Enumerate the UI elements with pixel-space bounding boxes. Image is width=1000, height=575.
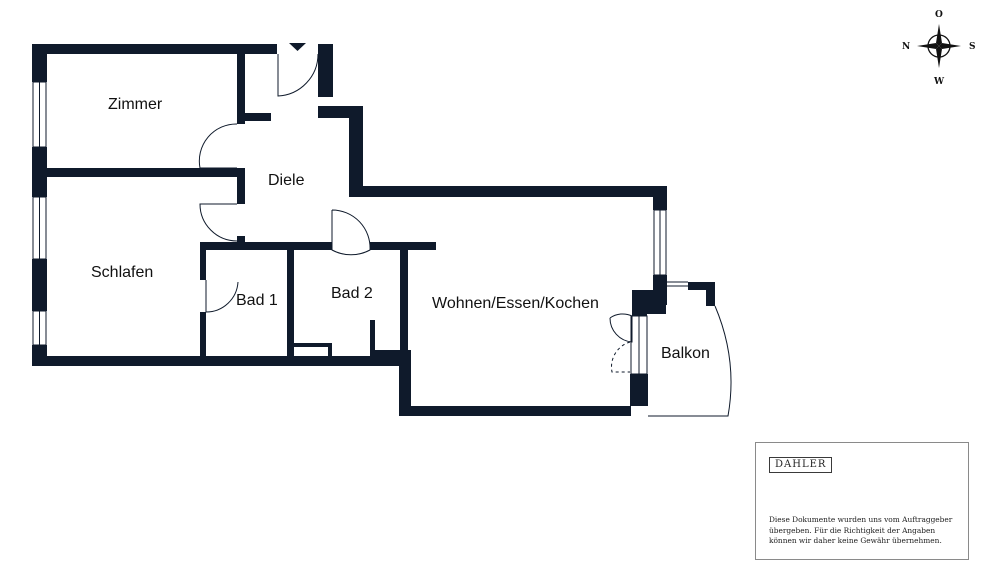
- room-label-balkon: Balkon: [661, 345, 710, 362]
- disclaimer-line: Diese Dokumente wurden uns vom Auftragge…: [769, 515, 953, 524]
- room-label-bad2: Bad 2: [331, 285, 373, 302]
- disclaimer-box: DAHLER Diese Dokumente wurden uns vom Au…: [755, 442, 969, 560]
- walls: [32, 44, 715, 416]
- disclaimer-text: Diese Dokumente wurden uns vom Auftragge…: [769, 515, 964, 547]
- compass-east-label: O: [935, 10, 943, 20]
- disclaimer-line: können wir daher keine Gewähr übernehmen…: [769, 536, 942, 546]
- room-labels: Zimmer Schlafen Diele Bad 1 Bad 2 Wohnen…: [91, 96, 710, 362]
- dahler-logo: DAHLER: [769, 457, 833, 473]
- compass-west-label: W: [933, 77, 945, 87]
- entrance-marker-icon: [289, 43, 306, 51]
- room-label-schlafen: Schlafen: [91, 264, 153, 281]
- windows: [32, 81, 667, 375]
- compass-rose-icon: N O S W: [902, 10, 976, 87]
- room-label-bad1: Bad 1: [236, 292, 278, 309]
- compass-south-label: S: [969, 42, 976, 52]
- doors: [198, 53, 732, 417]
- disclaimer-line: übergeben. Für die Richtigkeit der Angab…: [769, 525, 936, 535]
- room-label-zimmer: Zimmer: [108, 96, 163, 113]
- compass-north-label: N: [902, 42, 910, 52]
- room-label-wohnen: Wohnen/Essen/Kochen: [432, 295, 599, 312]
- room-label-diele: Diele: [268, 172, 305, 189]
